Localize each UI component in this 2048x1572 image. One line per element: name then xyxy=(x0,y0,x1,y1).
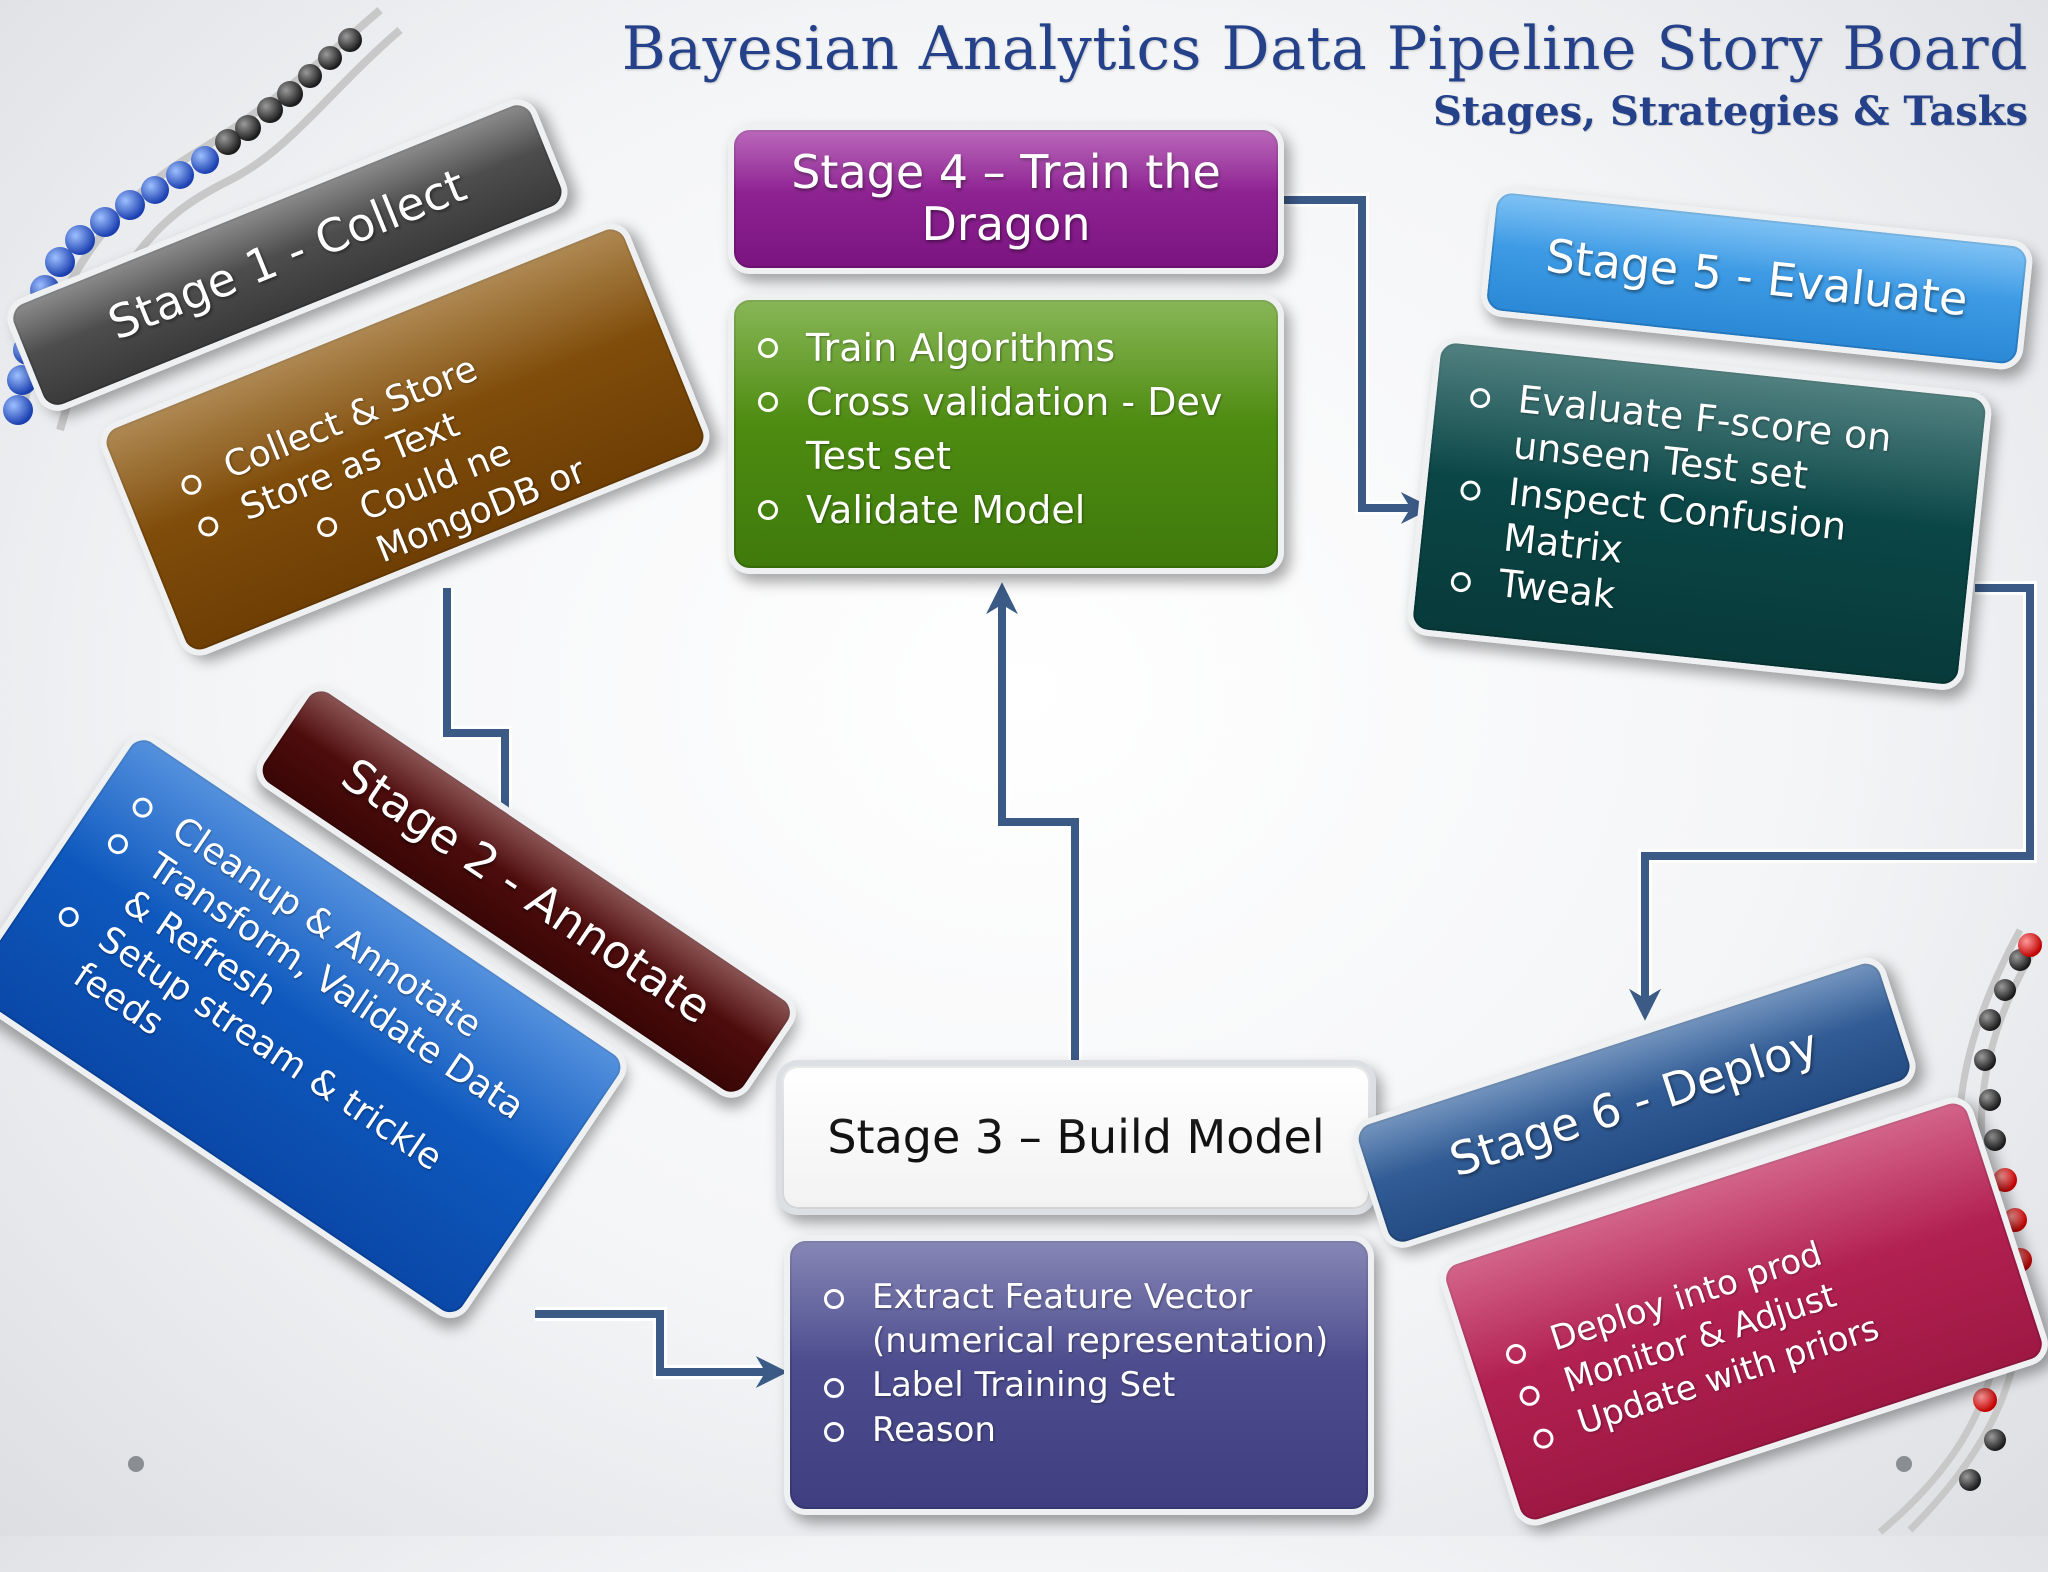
page-title: Bayesian Analytics Data Pipeline Story B… xyxy=(621,14,2028,84)
connector-stage3-stage4 xyxy=(986,582,1082,1062)
stage5-header-text: Stage 5 - Evaluate xyxy=(1543,228,1971,327)
stage3-item: Reason xyxy=(810,1408,1348,1452)
stage5-list: Evaluate F-score on unseen Test set Insp… xyxy=(1435,370,1964,654)
stage4-item: Train Algorithms xyxy=(744,322,1258,376)
connector-stage1-stage2 xyxy=(440,588,521,873)
slide-corner-dot xyxy=(1896,1456,1912,1472)
stage6-list: Deploy into prod Monitor & Adjust Update… xyxy=(1486,1182,2010,1465)
stage3-item: Label Training Set xyxy=(810,1363,1348,1407)
stage4-body: Train Algorithms Cross validation - Dev … xyxy=(728,294,1284,574)
dna-helix-top-left-icon xyxy=(3,6,403,432)
stage3-header: Stage 3 – Build Model xyxy=(776,1060,1376,1215)
stage5-group: Stage 5 - Evaluate Evaluate F-score on u… xyxy=(1386,179,2045,740)
stage4-header: Stage 4 – Train the Dragon xyxy=(728,124,1284,274)
stage3-item: Extract Feature Vector (numerical repres… xyxy=(810,1275,1348,1363)
stage5-body: Evaluate F-score on unseen Test set Insp… xyxy=(1405,335,1994,693)
stage4-header-text: Stage 4 – Train the Dragon xyxy=(791,145,1221,251)
connector-stage5-stage6 xyxy=(1629,581,2037,1021)
stage3-header-text: Stage 3 – Build Model xyxy=(827,1109,1325,1164)
connector-stage4-stage5 xyxy=(1282,193,1433,524)
stage3-list: Extract Feature Vector (numerical repres… xyxy=(810,1275,1348,1452)
stage4-group: Stage 4 – Train the Dragon Train Algorit… xyxy=(728,124,1284,584)
stage3-body: Extract Feature Vector (numerical repres… xyxy=(784,1235,1374,1515)
stage4-list: Train Algorithms Cross validation - Dev … xyxy=(744,322,1258,538)
connector-stage2-stage3 xyxy=(535,1307,788,1388)
slide-corner-dot xyxy=(128,1456,144,1472)
stage4-item: Cross validation - Dev Test set xyxy=(744,376,1258,484)
page-subtitle: Stages, Strategies & Tasks xyxy=(1432,88,2028,135)
connector-layer xyxy=(440,193,2037,1388)
stage4-item: Validate Model xyxy=(744,484,1258,538)
stage3-group: Stage 3 – Build Model Extract Feature Ve… xyxy=(776,1060,1376,1515)
